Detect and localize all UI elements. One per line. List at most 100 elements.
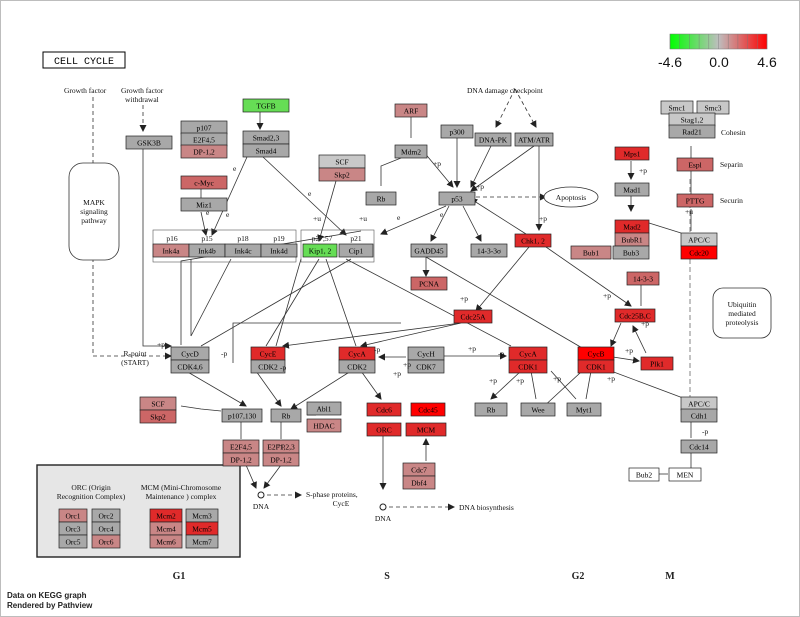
gene-node-hdac[interactable]: HDAC [306, 418, 342, 433]
gene-node-dp12a[interactable]: DP-1,2 [180, 144, 228, 159]
gene-node-cip1[interactable]: Cip1 [338, 243, 374, 258]
gene-node-orc6[interactable]: Orc6 [91, 534, 121, 549]
gene-node-ink4c[interactable]: Ink4c [224, 243, 262, 258]
gene-node-men[interactable]: MEN [668, 467, 702, 482]
gene-label: Mcm7 [192, 538, 212, 547]
gene-node-gadd45[interactable]: GADD45 [410, 243, 448, 258]
gene-node-abl1[interactable]: Abl1 [306, 401, 342, 416]
gene-node-pcna[interactable]: PCNA [410, 276, 448, 291]
gene-node-rb1[interactable]: Rb [365, 191, 397, 206]
gene-box [338, 359, 376, 374]
gene-node-mcm[interactable]: MCM [405, 422, 447, 437]
gene-node-cdk7[interactable]: CDK7 [407, 359, 445, 374]
gene-node-cyce1[interactable]: CycE [250, 346, 286, 361]
gene-node-p107a[interactable]: p107 [180, 120, 228, 135]
gene-node-smc1[interactable]: Smc1 [660, 100, 694, 115]
gene-node-cmyc[interactable]: c-Myc [180, 175, 228, 190]
gene-node-scf1[interactable]: SCF [318, 154, 366, 169]
gene-node-mcm7[interactable]: Mcm7 [185, 534, 219, 549]
gene-node-skp2b[interactable]: Skp2 [139, 409, 177, 424]
gene-node-pttg[interactable]: PTTG [676, 193, 714, 208]
gene-node-orc5[interactable]: Orc5 [58, 534, 88, 549]
gene-node-p53[interactable]: p53 [438, 191, 476, 206]
gene-node-mdm2[interactable]: Mdm2 [394, 144, 428, 159]
gene-node-bubr1[interactable]: BubR1 [614, 232, 650, 247]
gene-node-cdh1[interactable]: Cdh1 [680, 408, 718, 423]
gene-node-cdc20[interactable]: Cdc20 [680, 245, 718, 260]
gene-node-scf2[interactable]: SCF [139, 396, 177, 411]
gene-node-cyca1[interactable]: CycA [338, 346, 376, 361]
gene-node-dnapk[interactable]: DNA-PK [474, 132, 512, 147]
gene-node-e2f123[interactable]: E2F1,2,3 [262, 439, 300, 454]
gene-node-cdc45[interactable]: Cdc45 [410, 402, 446, 417]
gene-node-atmatr[interactable]: ATM/ATR [514, 132, 554, 147]
gene-node-bub2[interactable]: Bub2 [628, 467, 660, 482]
gene-node-mad2[interactable]: Mad2 [614, 219, 650, 234]
gene-node-orc2[interactable]: Orc2 [91, 508, 121, 523]
gene-node-cycd[interactable]: CycD [170, 346, 210, 361]
gene-node-myt1[interactable]: Myt1 [566, 402, 602, 417]
gene-node-dbf4[interactable]: Dbf4 [402, 475, 436, 490]
gene-node-chk12[interactable]: Chk1, 2 [514, 233, 552, 248]
gene-node-tgfb[interactable]: TGFB [242, 98, 290, 113]
gene-node-ink4a[interactable]: Ink4a [152, 243, 190, 258]
gene-node-cdc7[interactable]: Cdc7 [402, 462, 436, 477]
gene-node-mcm2[interactable]: Mcm2 [149, 508, 183, 523]
gene-node-cdk2a[interactable]: CDK2 [250, 359, 286, 374]
gene-node-cycb[interactable]: CycB [577, 346, 615, 361]
gene-node-mps1[interactable]: Mps1 [614, 146, 650, 161]
gene-node-arf[interactable]: ARF [394, 103, 428, 118]
gene-node-miz1[interactable]: Miz1 [180, 197, 228, 212]
gene-node-dp12b[interactable]: DP-1,2 [222, 452, 260, 467]
gene-node-plk1[interactable]: Plk1 [640, 356, 674, 371]
edge-cdc25bc-cdk1 [610, 322, 622, 347]
gene-node-kip12[interactable]: Kip1, 2 [302, 243, 338, 258]
gene-node-mcm5[interactable]: Mcm5 [185, 521, 219, 536]
gene-node-wee[interactable]: Wee [520, 402, 556, 417]
gene-node-cdk1a[interactable]: CDK1 [508, 359, 548, 374]
gene-node-apcc1[interactable]: APC/C [680, 232, 718, 247]
gene-node-e2f45b[interactable]: E2F4,5 [222, 439, 260, 454]
gene-node-rad21[interactable]: Rad21 [668, 124, 716, 139]
label-gf-withdrawal-1: Growth factor [121, 86, 164, 95]
gene-node-apcc2[interactable]: APC/C [680, 396, 718, 411]
gene-node-p107130[interactable]: p107,130 [221, 408, 263, 423]
gene-node-ink4d[interactable]: Ink4d [260, 243, 298, 258]
gene-node-cdk1b[interactable]: CDK1 [577, 359, 615, 374]
gene-node-cdc25a[interactable]: Cdc25A [453, 309, 493, 324]
gene-node-smad23[interactable]: Smad2,3 [242, 130, 290, 145]
gene-node-p300[interactable]: p300 [440, 124, 474, 139]
gene-node-smad4[interactable]: Smad4 [242, 143, 290, 158]
gene-node-orc[interactable]: ORC [366, 422, 402, 437]
gene-node-cdk2b[interactable]: CDK2 [338, 359, 376, 374]
gene-node-mcm3[interactable]: Mcm3 [185, 508, 219, 523]
edge-mark: +p [625, 346, 633, 355]
gene-node-orc4[interactable]: Orc4 [91, 521, 121, 536]
gene-node-bub3[interactable]: Bub3 [612, 245, 650, 260]
gene-node-rb3[interactable]: Rb [270, 408, 302, 423]
gene-node-cdc14[interactable]: Cdc14 [680, 439, 718, 454]
gene-node-dp12c[interactable]: DP-1,2 [262, 452, 300, 467]
gene-node-mad1[interactable]: Mad1 [614, 182, 650, 197]
gene-node-cych[interactable]: CycH [407, 346, 445, 361]
gene-node-espl[interactable]: Espl [676, 157, 714, 172]
gene-node-mcm4[interactable]: Mcm4 [149, 521, 183, 536]
gene-box [514, 233, 552, 248]
gene-node-cdk46[interactable]: CDK4,6 [170, 359, 210, 374]
gene-node-s14331[interactable]: 14-3-3σ [470, 243, 508, 258]
gene-node-orc3[interactable]: Orc3 [58, 521, 88, 536]
gene-node-orc1[interactable]: Orc1 [58, 508, 88, 523]
gene-node-mcm6[interactable]: Mcm6 [149, 534, 183, 549]
gene-node-smc3[interactable]: Smc3 [696, 100, 730, 115]
gene-node-gsk3b[interactable]: GSK3B [125, 135, 173, 150]
gene-node-s14332[interactable]: 14-3-3 [626, 271, 660, 286]
gene-node-cdc6[interactable]: Cdc6 [366, 402, 402, 417]
gene-node-rb2[interactable]: Rb [474, 402, 508, 417]
gene-node-bub1[interactable]: Bub1 [570, 245, 612, 260]
gene-node-e2f45a[interactable]: E2F4,5 [180, 132, 228, 147]
gene-node-stag12[interactable]: Stag1,2 [668, 112, 716, 127]
gene-node-cyca2[interactable]: CycA [508, 346, 548, 361]
gene-node-skp2a[interactable]: Skp2 [318, 167, 366, 182]
gene-node-ink4b[interactable]: Ink4b [188, 243, 226, 258]
gene-node-cdc25bc[interactable]: Cdc25B,C [614, 308, 656, 323]
